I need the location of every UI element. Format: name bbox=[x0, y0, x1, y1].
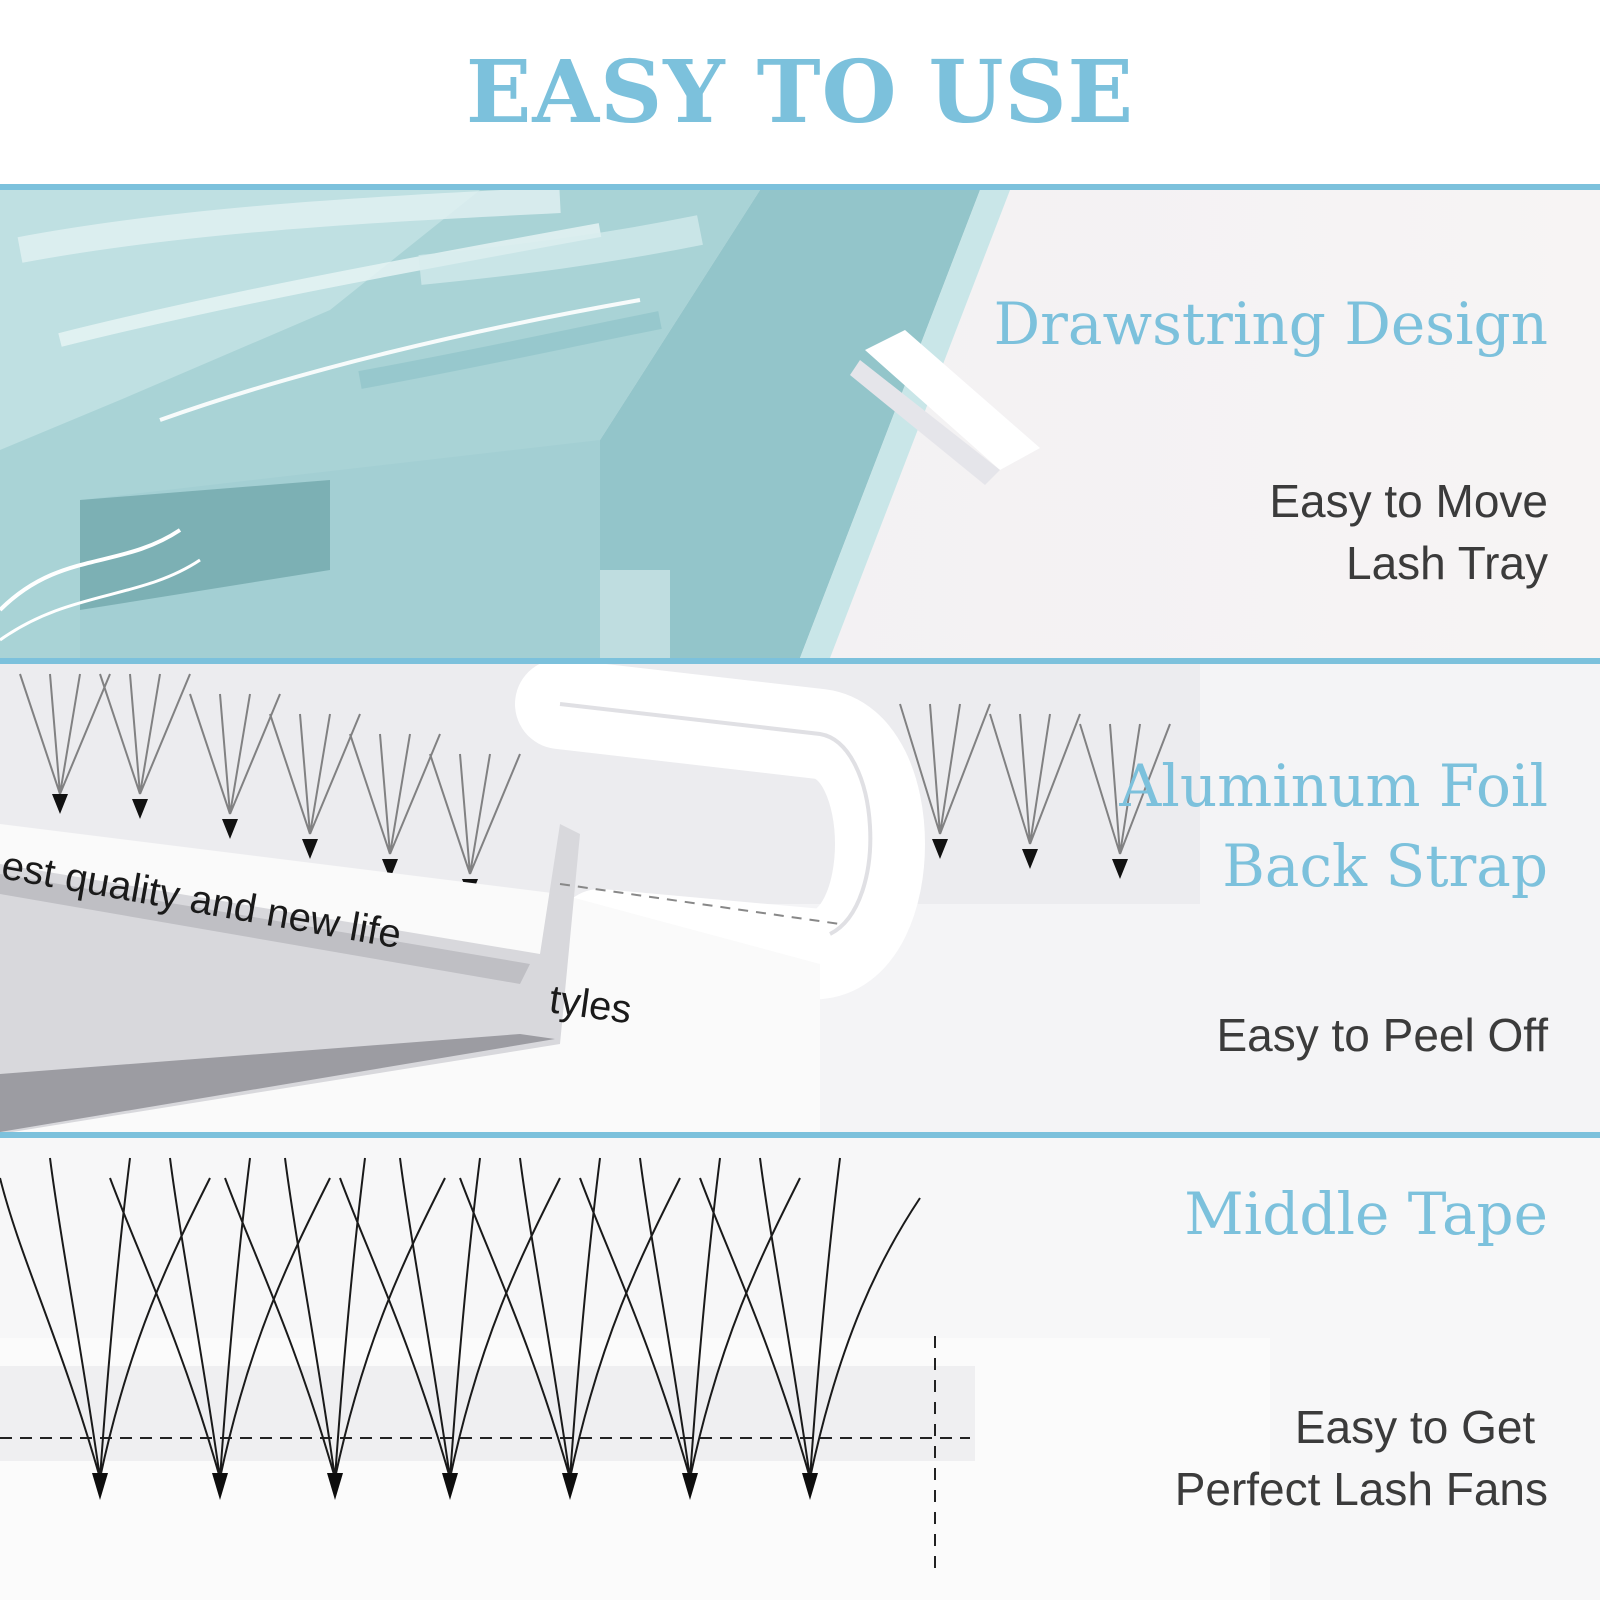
feature-title-middle-tape: Middle Tape bbox=[1184, 1174, 1548, 1254]
middle-divider-2 bbox=[0, 1132, 1600, 1138]
foil-strap-photo: est quality and new life tyles bbox=[0, 664, 1600, 1132]
feature-desc-line: Easy to Get bbox=[1294, 1401, 1548, 1453]
feature-desc-line: Perfect Lash Fans bbox=[1174, 1463, 1548, 1515]
middle-divider-1 bbox=[0, 658, 1600, 664]
feature-desc-foil: Easy to Peel Off bbox=[1216, 1004, 1548, 1066]
feature-title-line: Aluminum Foil bbox=[1119, 752, 1548, 820]
feature-desc-line: Easy to Peel Off bbox=[1216, 1009, 1548, 1061]
panel-drawstring: Drawstring Design Easy to Move Lash Tray bbox=[0, 190, 1600, 658]
feature-title-line: Drawstring Design bbox=[993, 290, 1548, 358]
top-divider bbox=[0, 184, 1600, 190]
feature-desc-line: Easy to Move bbox=[1269, 475, 1548, 527]
feature-desc-line: Lash Tray bbox=[1346, 537, 1548, 589]
feature-title-line: Middle Tape bbox=[1184, 1180, 1548, 1248]
feature-title-foil: Aluminum Foil Back Strap bbox=[1119, 746, 1548, 906]
page-title: EASY TO USE bbox=[465, 42, 1135, 143]
middle-tape-photo bbox=[0, 1138, 1600, 1600]
drawstring-box-photo bbox=[0, 190, 1600, 658]
feature-desc-drawstring: Easy to Move Lash Tray bbox=[1269, 470, 1548, 594]
feature-title-drawstring: Drawstring Design bbox=[994, 284, 1548, 364]
feature-desc-middle-tape: Easy to Get Perfect Lash Fans bbox=[1175, 1396, 1548, 1520]
panel-middle-tape: Middle Tape Easy to Get Perfect Lash Fan… bbox=[0, 1138, 1600, 1600]
feature-title-line: Back Strap bbox=[1222, 832, 1548, 900]
panel-foil-strap: est quality and new life tyles Aluminum … bbox=[0, 664, 1600, 1132]
